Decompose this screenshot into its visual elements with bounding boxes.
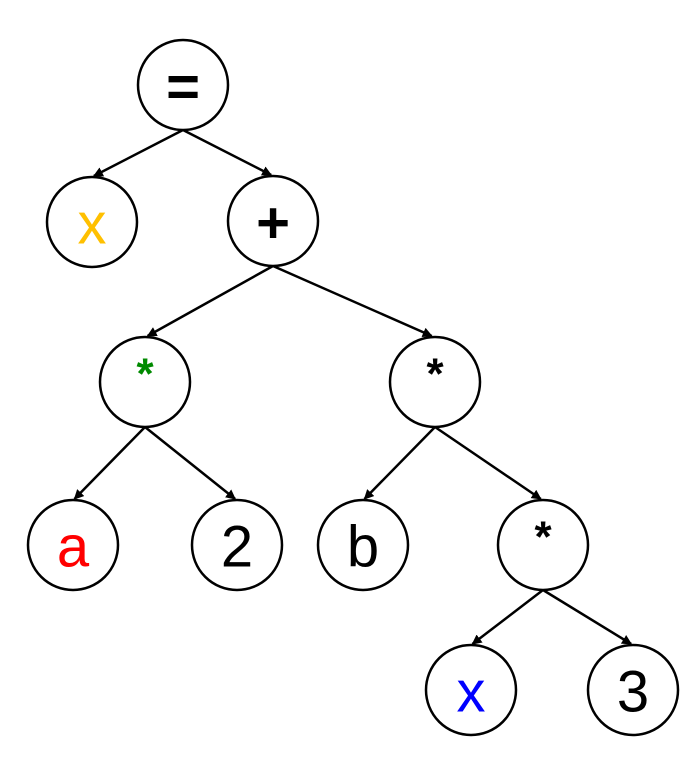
node-two: 2 [190,498,284,592]
node-x2: x [424,643,518,737]
node-label: x [78,192,107,257]
node-label: a [57,515,90,580]
node-a: a [26,498,120,592]
node-mul2: * [388,335,482,429]
node-eq: = [136,38,230,132]
node-mul3: * [496,498,590,592]
edge-plus-to-mul2 [272,264,433,338]
node-x1: x [45,175,139,269]
node-circle [586,643,680,737]
edge-plus-to-mul1 [146,264,274,338]
node-circle [388,335,482,429]
edge-mul2-to-mul3 [434,425,542,501]
node-mul1: * [98,335,192,429]
node-label: x [457,660,486,725]
node-plus: + [226,174,320,268]
edge-eq-to-plus [182,128,273,177]
edge-mul1-to-a [73,426,146,500]
node-label: 3 [617,660,649,725]
node-label: * [136,350,154,399]
node-label: = [166,55,200,120]
node-circle [190,498,284,592]
edge-mul3-to-x2 [471,589,544,645]
node-three: 3 [586,643,680,737]
node-circle [496,498,590,592]
node-label: * [426,350,444,399]
node-circle [45,175,139,269]
node-label: * [534,513,552,562]
node-circle [226,174,320,268]
edge-mul2-to-b [363,426,436,500]
node-circle [26,498,120,592]
node-label: b [347,515,379,580]
node-circle [424,643,518,737]
node-b: b [316,498,410,592]
edge-mul1-to-two [144,426,236,500]
edge-eq-to-x1 [92,128,184,178]
node-label: 2 [221,515,253,580]
edge-mul3-to-three [542,588,633,646]
node-circle [316,498,410,592]
node-label: + [256,191,290,256]
node-circle [136,38,230,132]
node-circle [98,335,192,429]
